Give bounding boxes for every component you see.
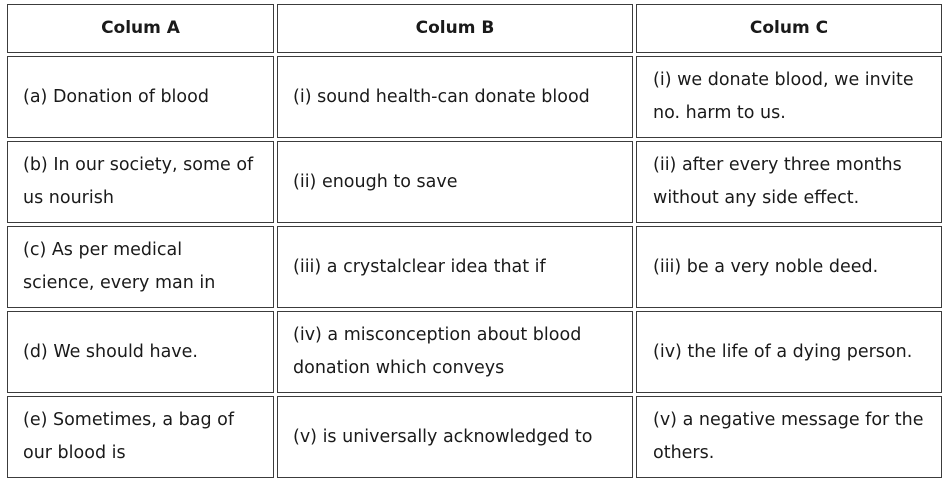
table-row: (c) As per medical science, every man in… bbox=[7, 226, 942, 308]
table-row: (d) We should have. (iv) a misconception… bbox=[7, 311, 942, 393]
cell-c-1: (i) we donate blood, we invite no. harm … bbox=[636, 56, 942, 138]
table-row: (b) In our society, some of us nourish (… bbox=[7, 141, 942, 223]
cell-c-5: (v) a negative message for the others. bbox=[636, 396, 942, 478]
column-b-header: Colum B bbox=[277, 4, 633, 53]
cell-c-4: (iv) the life of a dying person. bbox=[636, 311, 942, 393]
column-c-header: Colum C bbox=[636, 4, 942, 53]
matching-table: Colum A Colum B Colum C (a) Donation of … bbox=[4, 1, 945, 481]
column-a-header: Colum A bbox=[7, 4, 274, 53]
cell-a-1: (a) Donation of blood bbox=[7, 56, 274, 138]
cell-c-2: (ii) after every three months without an… bbox=[636, 141, 942, 223]
cell-b-4: (iv) a misconception about blood donatio… bbox=[277, 311, 633, 393]
cell-b-2: (ii) enough to save bbox=[277, 141, 633, 223]
cell-b-1: (i) sound health-can donate blood bbox=[277, 56, 633, 138]
header-row: Colum A Colum B Colum C bbox=[7, 4, 942, 53]
cell-b-5: (v) is universally acknowledged to bbox=[277, 396, 633, 478]
cell-a-5: (e) Sometimes, a bag of our blood is bbox=[7, 396, 274, 478]
matching-table-container: Colum A Colum B Colum C (a) Donation of … bbox=[7, 4, 942, 478]
cell-a-3: (c) As per medical science, every man in bbox=[7, 226, 274, 308]
cell-a-4: (d) We should have. bbox=[7, 311, 274, 393]
cell-a-2: (b) In our society, some of us nourish bbox=[7, 141, 274, 223]
cell-c-3: (iii) be a very noble deed. bbox=[636, 226, 942, 308]
table-row: (a) Donation of blood (i) sound health-c… bbox=[7, 56, 942, 138]
cell-b-3: (iii) a crystalclear idea that if bbox=[277, 226, 633, 308]
table-row: (e) Sometimes, a bag of our blood is (v)… bbox=[7, 396, 942, 478]
